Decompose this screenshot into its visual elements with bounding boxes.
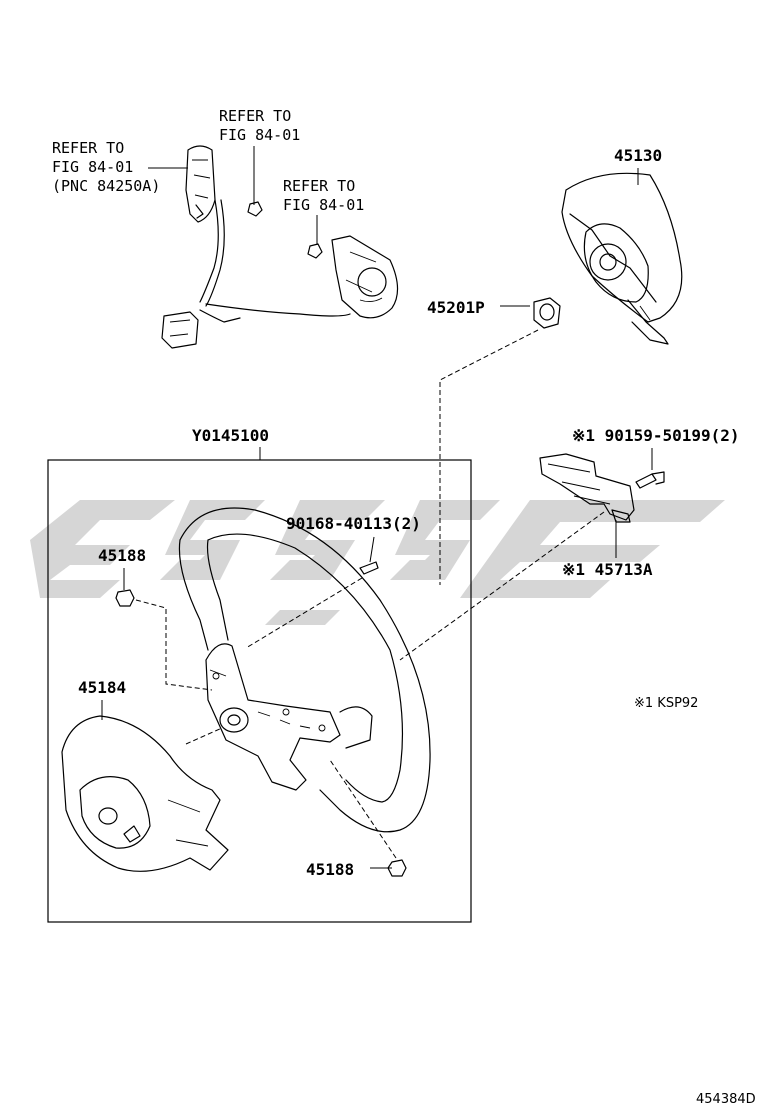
horn-pad-45130: 45130: [561, 146, 683, 345]
refer-to-label-2: REFER TO FIG 84-01: [219, 107, 300, 144]
svg-text:FIG 84-01: FIG 84-01: [283, 196, 364, 214]
svg-text:(PNC 84250A): (PNC 84250A): [52, 177, 160, 195]
nut-45201p: 45201P: [427, 297, 561, 329]
steering-wheel: [178, 507, 431, 833]
bracket-45713a: ※1 45713A: [539, 453, 653, 579]
svg-text:REFER TO: REFER TO: [219, 107, 291, 125]
lower-cover-45184: 45184: [61, 678, 229, 872]
diagram-id: 454384D: [696, 1092, 756, 1107]
svg-text:90168-40113(2): 90168-40113(2): [286, 514, 421, 533]
refer-to-label-1: REFER TO FIG 84-01 (PNC 84250A): [52, 139, 160, 195]
screw-90168-40113: 90168-40113(2): [286, 514, 421, 575]
svg-text:※1 90159-50199(2): ※1 90159-50199(2): [572, 426, 740, 445]
svg-text:REFER TO: REFER TO: [283, 177, 355, 195]
screw-90159-50199: ※1 90159-50199(2): [572, 426, 740, 489]
svg-text:※1 45713A: ※1 45713A: [562, 560, 653, 579]
svg-text:45184: 45184: [78, 678, 126, 697]
svg-text:45130: 45130: [614, 146, 662, 165]
watermark-logo: [30, 500, 725, 625]
svg-text:FIG 84-01: FIG 84-01: [219, 126, 300, 144]
svg-text:45201P: 45201P: [427, 298, 485, 317]
label-y0145100: Y0145100: [192, 426, 269, 445]
steering-switch-assembly: [161, 145, 399, 349]
screw-45188-top: 45188: [98, 546, 146, 607]
svg-text:45188: 45188: [306, 860, 354, 879]
refer-to-label-3: REFER TO FIG 84-01: [283, 177, 364, 214]
svg-text:45188: 45188: [98, 546, 146, 565]
note-ksp92: ※1 KSP92: [634, 696, 698, 711]
screw-45188-bottom: 45188: [306, 859, 407, 879]
svg-text:REFER TO: REFER TO: [52, 139, 124, 157]
svg-text:FIG 84-01: FIG 84-01: [52, 158, 133, 176]
